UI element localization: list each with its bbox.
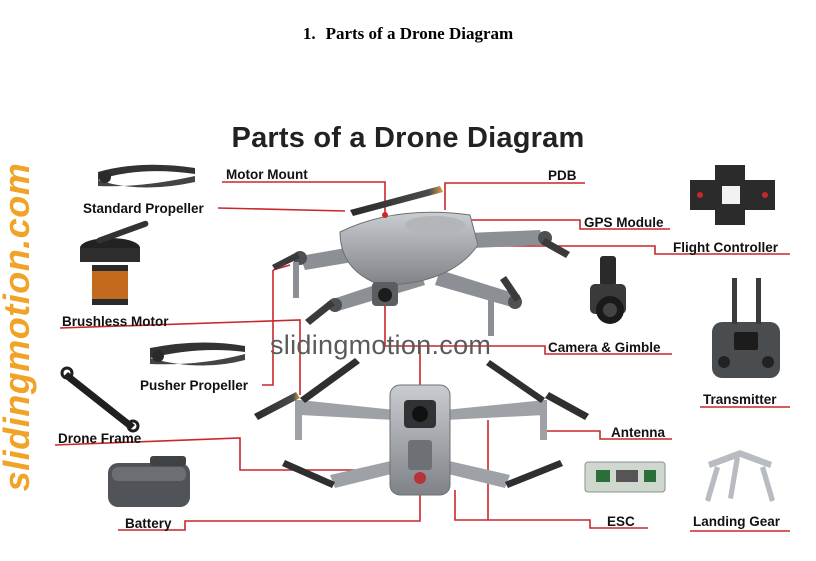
brushless-motor-image bbox=[80, 220, 149, 305]
diagram-title: Parts of a Drone Diagram bbox=[231, 122, 585, 154]
battery-image bbox=[108, 456, 190, 507]
leader-line-standard-propeller bbox=[217, 207, 346, 212]
document-heading: 1. Parts of a Drone Diagram bbox=[0, 24, 816, 44]
pusher-propeller-image bbox=[150, 342, 245, 366]
label-esc: ESC bbox=[607, 514, 635, 529]
label-brushless-motor: Brushless Motor bbox=[62, 314, 169, 329]
esc-image bbox=[584, 461, 666, 493]
heading-number: 1. bbox=[302, 24, 316, 43]
transmitter-image bbox=[712, 278, 780, 378]
leader-line-flight-controller bbox=[400, 245, 790, 255]
center-watermark: slidingmotion.com bbox=[270, 330, 492, 360]
label-transmitter: Transmitter bbox=[703, 392, 777, 407]
leader-line-drone-frame bbox=[54, 437, 395, 471]
heading-text: Parts of a Drone Diagram bbox=[325, 24, 514, 43]
label-flight-controller: Flight Controller bbox=[673, 240, 778, 255]
flight-controller-image bbox=[690, 165, 775, 225]
leader-line-brushless-motor bbox=[59, 319, 301, 395]
label-pusher-propeller: Pusher Propeller bbox=[140, 378, 249, 393]
leader-line-pusher-propeller bbox=[262, 270, 274, 386]
leader-line-gps-module bbox=[420, 219, 670, 230]
label-motor-mount: Motor Mount bbox=[226, 167, 308, 182]
bottom-drone bbox=[254, 358, 589, 496]
top-drone bbox=[272, 186, 570, 336]
label-battery: Battery bbox=[125, 516, 172, 531]
leader-line-pdb bbox=[444, 182, 585, 210]
label-drone-frame: Drone Frame bbox=[58, 431, 142, 446]
leader-line-battery bbox=[118, 480, 421, 531]
landing-gear-image bbox=[705, 450, 775, 502]
label-camera-gimble: Camera & Gimble bbox=[548, 340, 661, 355]
leader-line-camera-gimble bbox=[384, 300, 672, 355]
standard-propeller-image bbox=[98, 164, 195, 188]
label-standard-propeller: Standard Propeller bbox=[83, 201, 204, 216]
camera-gimble-image bbox=[590, 256, 626, 324]
label-gps-module: GPS Module bbox=[584, 215, 664, 230]
label-pdb: PDB bbox=[548, 168, 577, 183]
label-landing-gear: Landing Gear bbox=[693, 514, 781, 529]
leader-line-esc bbox=[454, 490, 648, 529]
drone-frame-image bbox=[60, 366, 140, 433]
leader-line-antenna bbox=[545, 430, 672, 440]
label-antenna: Antenna bbox=[611, 425, 665, 440]
